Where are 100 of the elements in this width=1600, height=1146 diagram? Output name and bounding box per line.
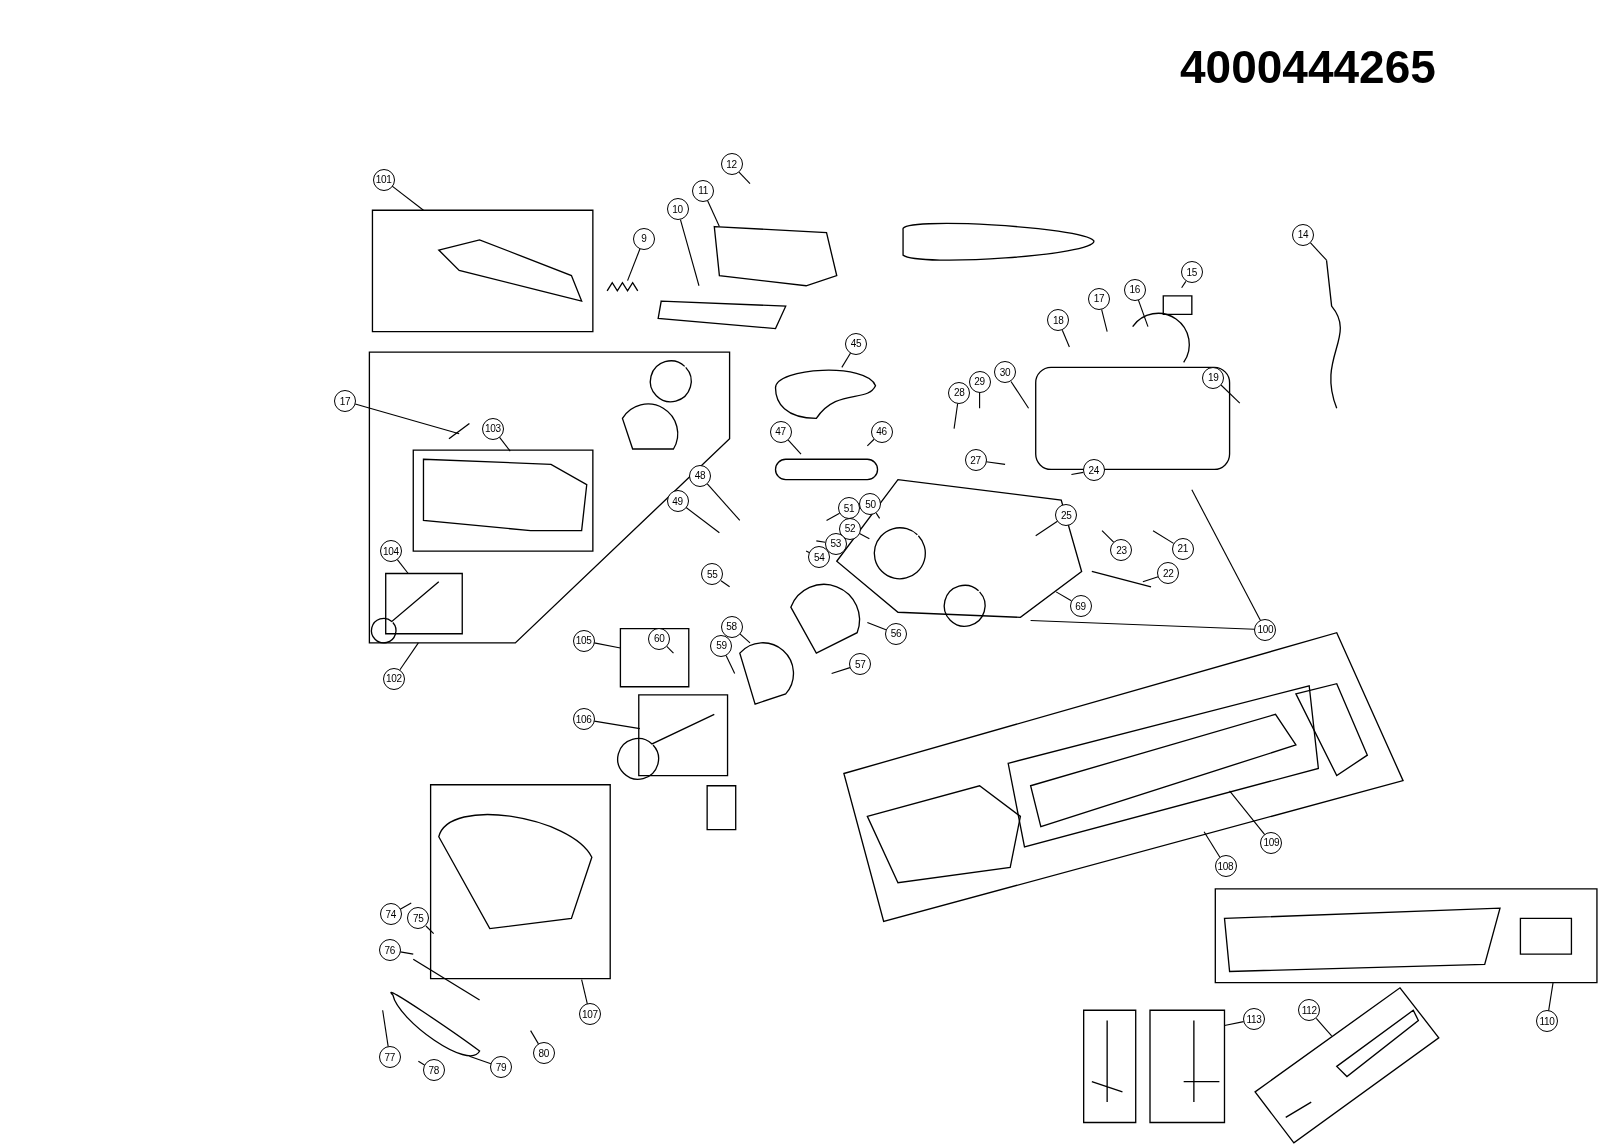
callout-number: 107	[578, 1003, 601, 1026]
callout-number: 109	[1260, 831, 1283, 854]
callout-number: 18	[1047, 309, 1070, 332]
callout-number: 10	[666, 198, 689, 221]
leader-line	[1142, 576, 1159, 583]
callout-number: 74	[379, 903, 402, 926]
callout-number: 28	[948, 381, 971, 404]
callout-number: 22	[1157, 562, 1180, 585]
leader-line	[391, 185, 425, 211]
leader-line	[396, 559, 409, 575]
leader-line	[581, 979, 588, 1005]
callout-number: 29	[968, 370, 991, 393]
callout-number: 112	[1298, 999, 1321, 1022]
leader-line	[399, 902, 412, 910]
leader-line	[858, 533, 870, 540]
part-number: 4000444265	[1180, 40, 1436, 94]
callout-number: 11	[692, 179, 715, 202]
callout-number: 100	[1254, 618, 1277, 641]
callout-number: 55	[701, 563, 724, 586]
callout-number: 23	[1110, 539, 1133, 561]
callout-number: 102	[382, 667, 405, 690]
callout-number: 60	[648, 627, 671, 650]
leader-line	[468, 1055, 492, 1065]
callout-number: 75	[407, 907, 430, 930]
callout-number: 9	[632, 227, 655, 250]
callout-number: 25	[1055, 504, 1078, 527]
leader-line	[679, 219, 700, 287]
callout-number: 48	[689, 464, 711, 487]
leader-line	[875, 512, 881, 519]
callout-number: 45	[845, 332, 868, 355]
leader-line	[666, 645, 675, 654]
callout-number: 57	[849, 653, 872, 676]
leader-line	[1010, 380, 1030, 409]
leader-line	[1152, 530, 1175, 544]
callout-number: 103	[481, 417, 504, 440]
callout-number: 52	[839, 517, 861, 540]
leader-line	[685, 506, 720, 534]
leader-line	[1181, 280, 1187, 289]
leader-line	[1030, 619, 1256, 630]
callout-number: 16	[1123, 278, 1146, 301]
leader-line	[706, 200, 720, 228]
callout-number: 113	[1243, 1008, 1266, 1031]
leader-line	[593, 642, 621, 649]
callout-number: 19	[1202, 366, 1225, 389]
leader-line	[866, 621, 887, 631]
callout-number: 46	[870, 420, 893, 443]
leader-line	[399, 951, 414, 955]
leader-line	[399, 642, 419, 671]
leader-line	[627, 248, 641, 282]
leader-line	[1070, 471, 1084, 476]
callout-number: 17	[333, 390, 356, 412]
leader-line	[738, 171, 751, 185]
callout-number: 17	[1087, 287, 1110, 310]
leader-line	[815, 540, 826, 543]
callout-number: 77	[378, 1046, 401, 1069]
callout-number: 105	[572, 629, 595, 652]
callout-number: 56	[884, 622, 907, 645]
leader-line	[1061, 329, 1070, 348]
leader-line	[530, 1030, 539, 1045]
leader-line	[1220, 384, 1241, 404]
callout-number: 30	[994, 361, 1017, 384]
leader-line	[1223, 1021, 1245, 1027]
callout-number: 47	[769, 420, 792, 443]
callout-number: 58	[720, 615, 743, 638]
leader-line	[1101, 530, 1115, 543]
leader-line	[706, 483, 741, 521]
leader-line	[787, 439, 802, 455]
leader-line	[953, 402, 959, 430]
callout-number: 59	[710, 634, 733, 657]
leader-line	[1309, 242, 1328, 261]
callout-number: 110	[1535, 1010, 1558, 1033]
leader-line	[841, 352, 852, 368]
callout-number: 53	[824, 532, 847, 555]
leader-line	[382, 1009, 389, 1048]
callout-number: 69	[1069, 595, 1092, 618]
callout-number: 101	[372, 168, 395, 191]
leader-line	[593, 720, 641, 730]
leader-line	[1191, 489, 1261, 621]
leader-line	[1203, 831, 1221, 858]
callout-number: 79	[490, 1056, 512, 1079]
callout-number: 76	[378, 939, 401, 961]
callout-number: 80	[532, 1042, 555, 1065]
callout-number: 21	[1171, 537, 1194, 560]
callout-number: 15	[1180, 261, 1203, 284]
leader-line	[498, 436, 511, 452]
callout-number: 108	[1214, 855, 1237, 878]
leader-line	[1548, 982, 1554, 1012]
callout-number: 49	[666, 490, 689, 512]
callout-number: 54	[808, 546, 831, 569]
leader-line	[1055, 591, 1072, 602]
leader-line	[725, 655, 736, 675]
callout-number: 24	[1082, 459, 1105, 482]
leader-line	[831, 667, 851, 675]
leader-line	[354, 403, 460, 435]
leader-line	[825, 512, 841, 521]
callout-number: 27	[964, 449, 987, 472]
leader-line	[720, 580, 731, 588]
callout-number: 106	[572, 708, 595, 731]
leader-line	[1315, 1017, 1333, 1037]
leader-line	[739, 633, 751, 644]
